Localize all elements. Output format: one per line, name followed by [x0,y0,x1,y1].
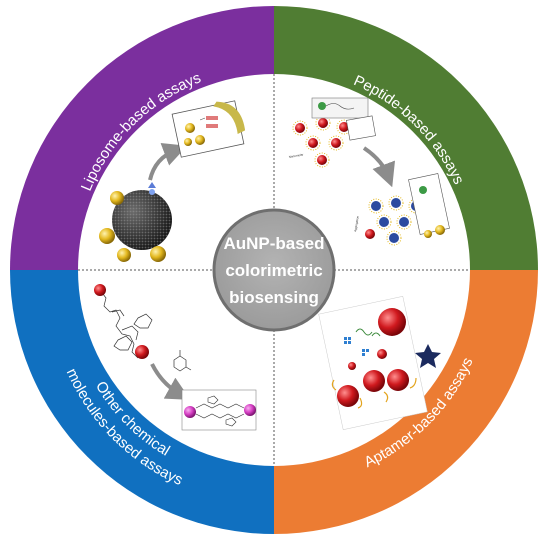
other-arrow [150,363,191,400]
magenta-nanoparticle [244,404,256,416]
red-nanoparticle [339,122,349,132]
target-star [415,344,441,368]
liposome-illustration [99,100,246,262]
gold-nanoparticle [99,228,115,244]
center-line-2: colorimetric [225,261,322,280]
center-line-3: biosensing [229,288,319,307]
gold-nanoparticle [110,191,124,205]
red-nanoparticle [348,362,356,370]
red-nanoparticle [295,123,305,133]
red-nanoparticle [337,385,359,407]
peptide-arrow [362,146,396,188]
red-nanoparticle [135,345,149,359]
center-line-1: AuNP-based [223,234,324,253]
magenta-nanoparticle [184,406,196,418]
gold-nanoparticle [150,246,166,262]
gold-nanoparticle [117,248,131,262]
liposome-arrow [148,143,188,181]
blue-nanoparticle [399,217,409,227]
center-circle [212,208,336,332]
red-nanoparticle [318,118,328,128]
blue-nanoparticle [391,198,401,208]
red-nanoparticle [365,229,375,239]
other-illustration [94,284,257,431]
aptamer-illustration [318,296,441,430]
red-nanoparticle [94,284,106,296]
red-nanoparticle [363,370,385,392]
red-nanoparticle [308,138,318,148]
red-nanoparticle [317,155,327,165]
red-nanoparticle [378,308,406,336]
peptide-illustration: Nanomolar Aggregation [288,97,450,246]
red-nanoparticle [331,138,341,148]
blue-nanoparticle [379,217,389,227]
gold-nanoparticle [185,123,195,133]
gold-nanoparticle [184,138,192,146]
red-nanoparticle [377,349,387,359]
blue-nanoparticle [389,233,399,243]
svg-text:Nanomolar: Nanomolar [288,152,303,158]
svg-text:Aggregation: Aggregation [353,215,360,232]
blue-nanoparticle [371,201,381,211]
gold-nanoparticle [195,135,205,145]
red-nanoparticle [387,369,409,391]
